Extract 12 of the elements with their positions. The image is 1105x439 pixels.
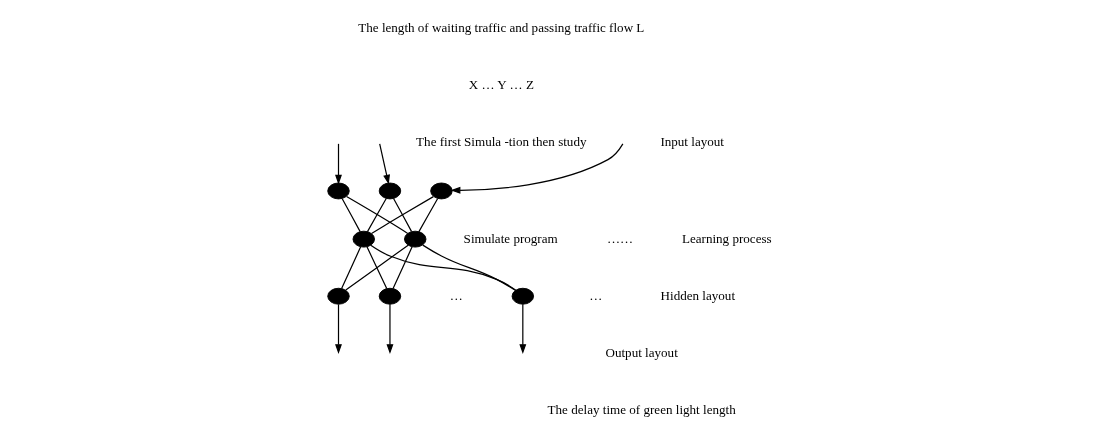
label: Input layout [659,134,724,150]
label: X … Y … Z [468,77,534,93]
label: The length of waiting traffic and passing traffic flow L [357,20,644,36]
label: … [588,287,602,303]
label: … [449,287,463,303]
label: Simulate program [463,230,558,246]
label: The first Simula -tion then study [415,134,586,150]
label: The delay time of green light length [547,401,736,417]
label: Output layout [605,344,678,360]
label: Learning process [681,230,772,246]
label: Hidden layout [660,287,735,303]
label: …… [606,230,633,246]
